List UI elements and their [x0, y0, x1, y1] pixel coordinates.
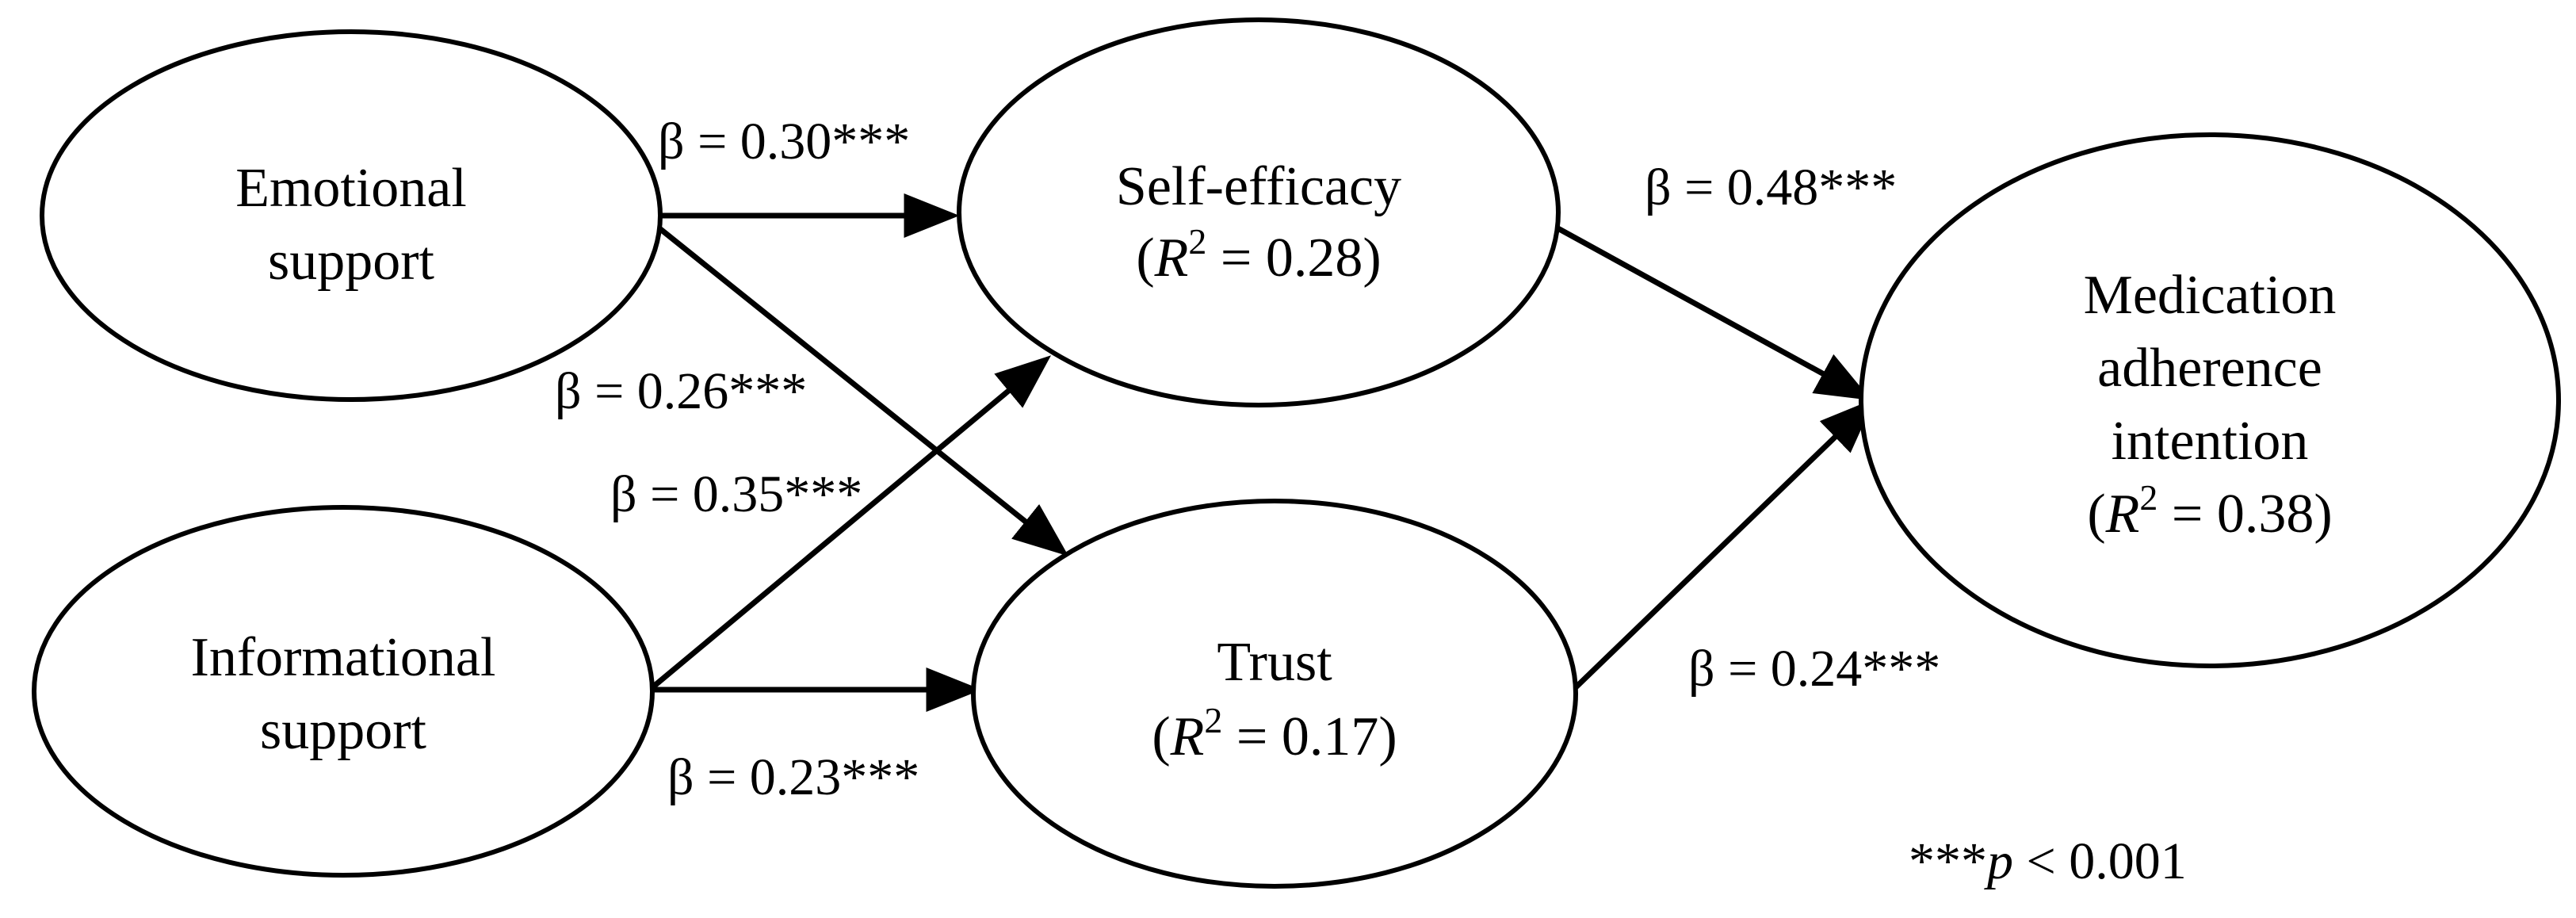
node-label-line3: intention	[2112, 411, 2309, 472]
r-symbol: R	[1154, 228, 1189, 289]
edge-label-emotional-to-self-efficacy: β = 0.30***	[658, 113, 910, 170]
arrow-trust-to-medication	[1571, 398, 1875, 692]
node-medication-adherence-intention: Medication adherence intention (R2 = 0.3…	[1859, 132, 2561, 668]
node-r-squared: (R2 = 0.38)	[2087, 477, 2332, 545]
significance-note: ***p < 0.001	[1909, 832, 2187, 890]
arrow-emotional-to-trust	[649, 220, 1069, 557]
r-superscript: 2	[1204, 700, 1222, 740]
node-r-squared: (R2 = 0.17)	[1152, 700, 1397, 767]
r-value: = 0.17)	[1222, 706, 1397, 767]
node-label-line2: support	[260, 700, 427, 761]
node-ellipse	[957, 17, 1561, 407]
edges	[649, 193, 1875, 712]
node-trust: Trust (R2 = 0.17)	[971, 499, 1578, 889]
edge-label-trust-to-medication: β = 0.24***	[1688, 640, 1940, 698]
node-label-line2: adherence	[2097, 338, 2322, 399]
node-label-line1: Informational	[191, 627, 496, 688]
node-label-line1: Emotional	[235, 158, 467, 219]
r-open: (	[1136, 228, 1154, 289]
r-open: (	[2087, 484, 2105, 545]
edge-label-self-efficacy-to-medication: β = 0.48***	[1645, 159, 1897, 216]
r-value: = 0.28)	[1206, 228, 1381, 289]
r-superscript: 2	[2139, 477, 2157, 518]
node-informational-support: Informational support	[32, 505, 655, 878]
node-self-efficacy: Self-efficacy (R2 = 0.28)	[957, 17, 1561, 407]
arrow-self-efficacy-to-medication	[1552, 223, 1872, 401]
node-label-line1: Self-efficacy	[1116, 156, 1401, 217]
edge-label-emotional-to-trust: β = 0.26***	[555, 362, 807, 420]
r-symbol: R	[2105, 484, 2140, 545]
node-label-line1: Medication	[2084, 265, 2337, 326]
note-p-symbol: p	[1984, 832, 2013, 890]
node-ellipse	[32, 505, 655, 878]
r-superscript: 2	[1188, 221, 1206, 262]
node-r-squared: (R2 = 0.28)	[1136, 221, 1381, 289]
node-emotional-support: Emotional support	[40, 29, 663, 402]
node-ellipse	[1859, 132, 2561, 668]
r-open: (	[1152, 706, 1170, 767]
r-value: = 0.38)	[2157, 484, 2332, 545]
r-symbol: R	[1170, 706, 1205, 767]
edge-label-informational-to-trust: β = 0.23***	[667, 748, 919, 806]
node-ellipse	[971, 499, 1578, 889]
node-label-line1: Trust	[1217, 632, 1332, 693]
note-rest: < 0.001	[2013, 832, 2187, 890]
edge-labels: β = 0.30*** β = 0.26*** β = 0.35*** β = …	[555, 113, 1940, 806]
node-ellipse	[40, 29, 663, 402]
note-stars: ***	[1909, 832, 1987, 890]
node-label-line2: support	[268, 231, 435, 292]
arrow-informational-to-self-efficacy	[649, 355, 1052, 690]
edge-label-informational-to-self-efficacy: β = 0.35***	[610, 465, 862, 523]
